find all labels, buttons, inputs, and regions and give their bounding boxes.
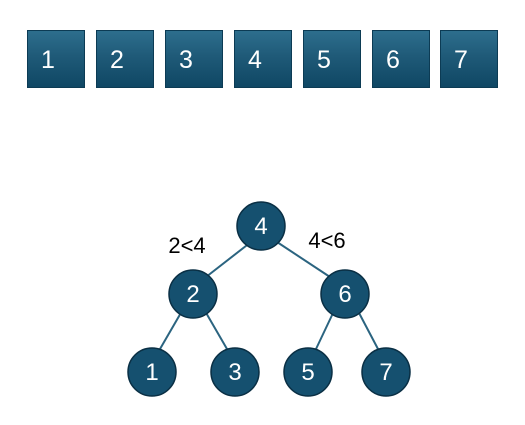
- edge-4-2: [205, 241, 252, 278]
- array-cell-4: 4: [234, 30, 292, 88]
- tree-node-7-label: 7: [379, 359, 392, 386]
- tree-node-3-label: 3: [228, 359, 241, 386]
- tree-node-1: 1: [127, 347, 177, 397]
- array-cell-3: 3: [165, 30, 223, 88]
- edge-6-7: [357, 310, 379, 350]
- array-cell-5: 5: [303, 30, 361, 88]
- tree-node-6: 6: [320, 269, 370, 319]
- array-cell-7: 7: [440, 30, 498, 88]
- edge-2-3: [204, 310, 228, 350]
- tree-node-2: 2: [168, 269, 218, 319]
- edge-4-6: [276, 241, 331, 278]
- tree-node-5-label: 5: [301, 359, 314, 386]
- comparison-label-left: 2<4: [168, 233, 205, 258]
- tree-node-1-label: 1: [145, 359, 158, 386]
- array-cell-1: 1: [27, 30, 85, 88]
- tree-node-6-label: 6: [338, 281, 351, 308]
- tree-node-4: 4: [236, 201, 286, 251]
- tree-node-4-label: 4: [254, 213, 267, 240]
- tree-node-2-label: 2: [186, 281, 199, 308]
- array-cell-6: 6: [372, 30, 430, 88]
- tree-node-5: 5: [283, 347, 333, 397]
- tree-node-3: 3: [210, 347, 260, 397]
- tree-node-7: 7: [361, 347, 411, 397]
- edge-2-1: [159, 310, 183, 350]
- array-cell-2: 2: [96, 30, 154, 88]
- tree-edges: [159, 241, 379, 350]
- edge-6-5: [315, 310, 335, 350]
- comparison-label-right: 4<6: [308, 228, 345, 253]
